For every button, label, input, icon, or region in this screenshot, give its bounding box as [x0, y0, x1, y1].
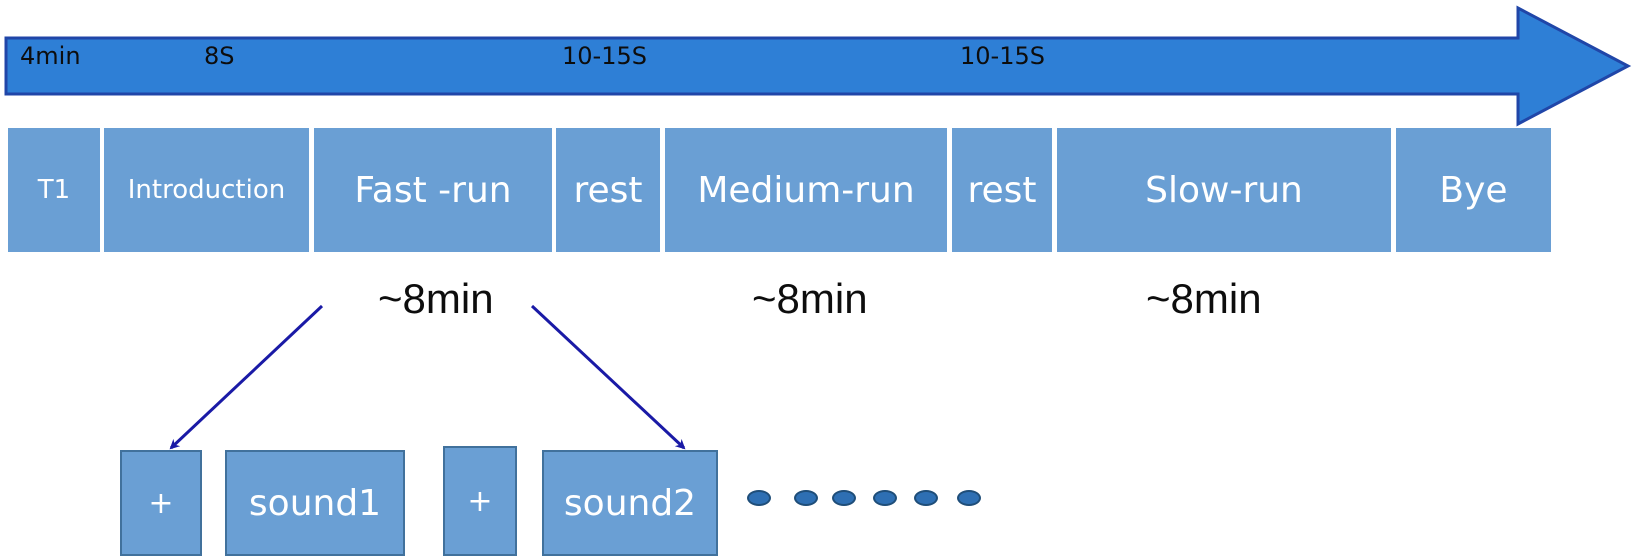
- continuation-dot: [873, 490, 897, 506]
- segment-introduction: Introduction: [104, 128, 309, 252]
- continuation-dot: [832, 490, 856, 506]
- segment-t1: T1: [8, 128, 100, 252]
- segment-rest: rest: [952, 128, 1052, 252]
- continuation-dot: [794, 490, 818, 506]
- run-duration-label: ~8min: [752, 275, 868, 322]
- run-duration-label: ~8min: [1146, 275, 1262, 322]
- continuation-dot: [747, 490, 771, 506]
- segment-medium-run: Medium-run: [665, 128, 947, 252]
- run-duration-label: ~8min: [378, 275, 494, 322]
- duration-label: 10-15S: [562, 42, 647, 70]
- pointer-arrow-right: [530, 304, 686, 450]
- sound-stimulus-box: sound2: [542, 450, 718, 556]
- segment-fast-run: Fast -run: [314, 128, 552, 252]
- pointer-arrow-left: [169, 304, 324, 450]
- fixation-cross-box: +: [443, 446, 517, 556]
- duration-label: 4min: [20, 42, 81, 70]
- timeline-arrow: [4, 5, 1632, 127]
- segment-bye: Bye: [1396, 128, 1551, 252]
- continuation-dot: [914, 490, 938, 506]
- continuation-dot: [957, 490, 981, 506]
- sound-stimulus-box: sound1: [225, 450, 405, 556]
- duration-label: 10-15S: [960, 42, 1045, 70]
- segment-slow-run: Slow-run: [1057, 128, 1391, 252]
- fixation-cross-box: +: [120, 450, 202, 556]
- segment-rest: rest: [556, 128, 660, 252]
- duration-label: 8S: [204, 42, 235, 70]
